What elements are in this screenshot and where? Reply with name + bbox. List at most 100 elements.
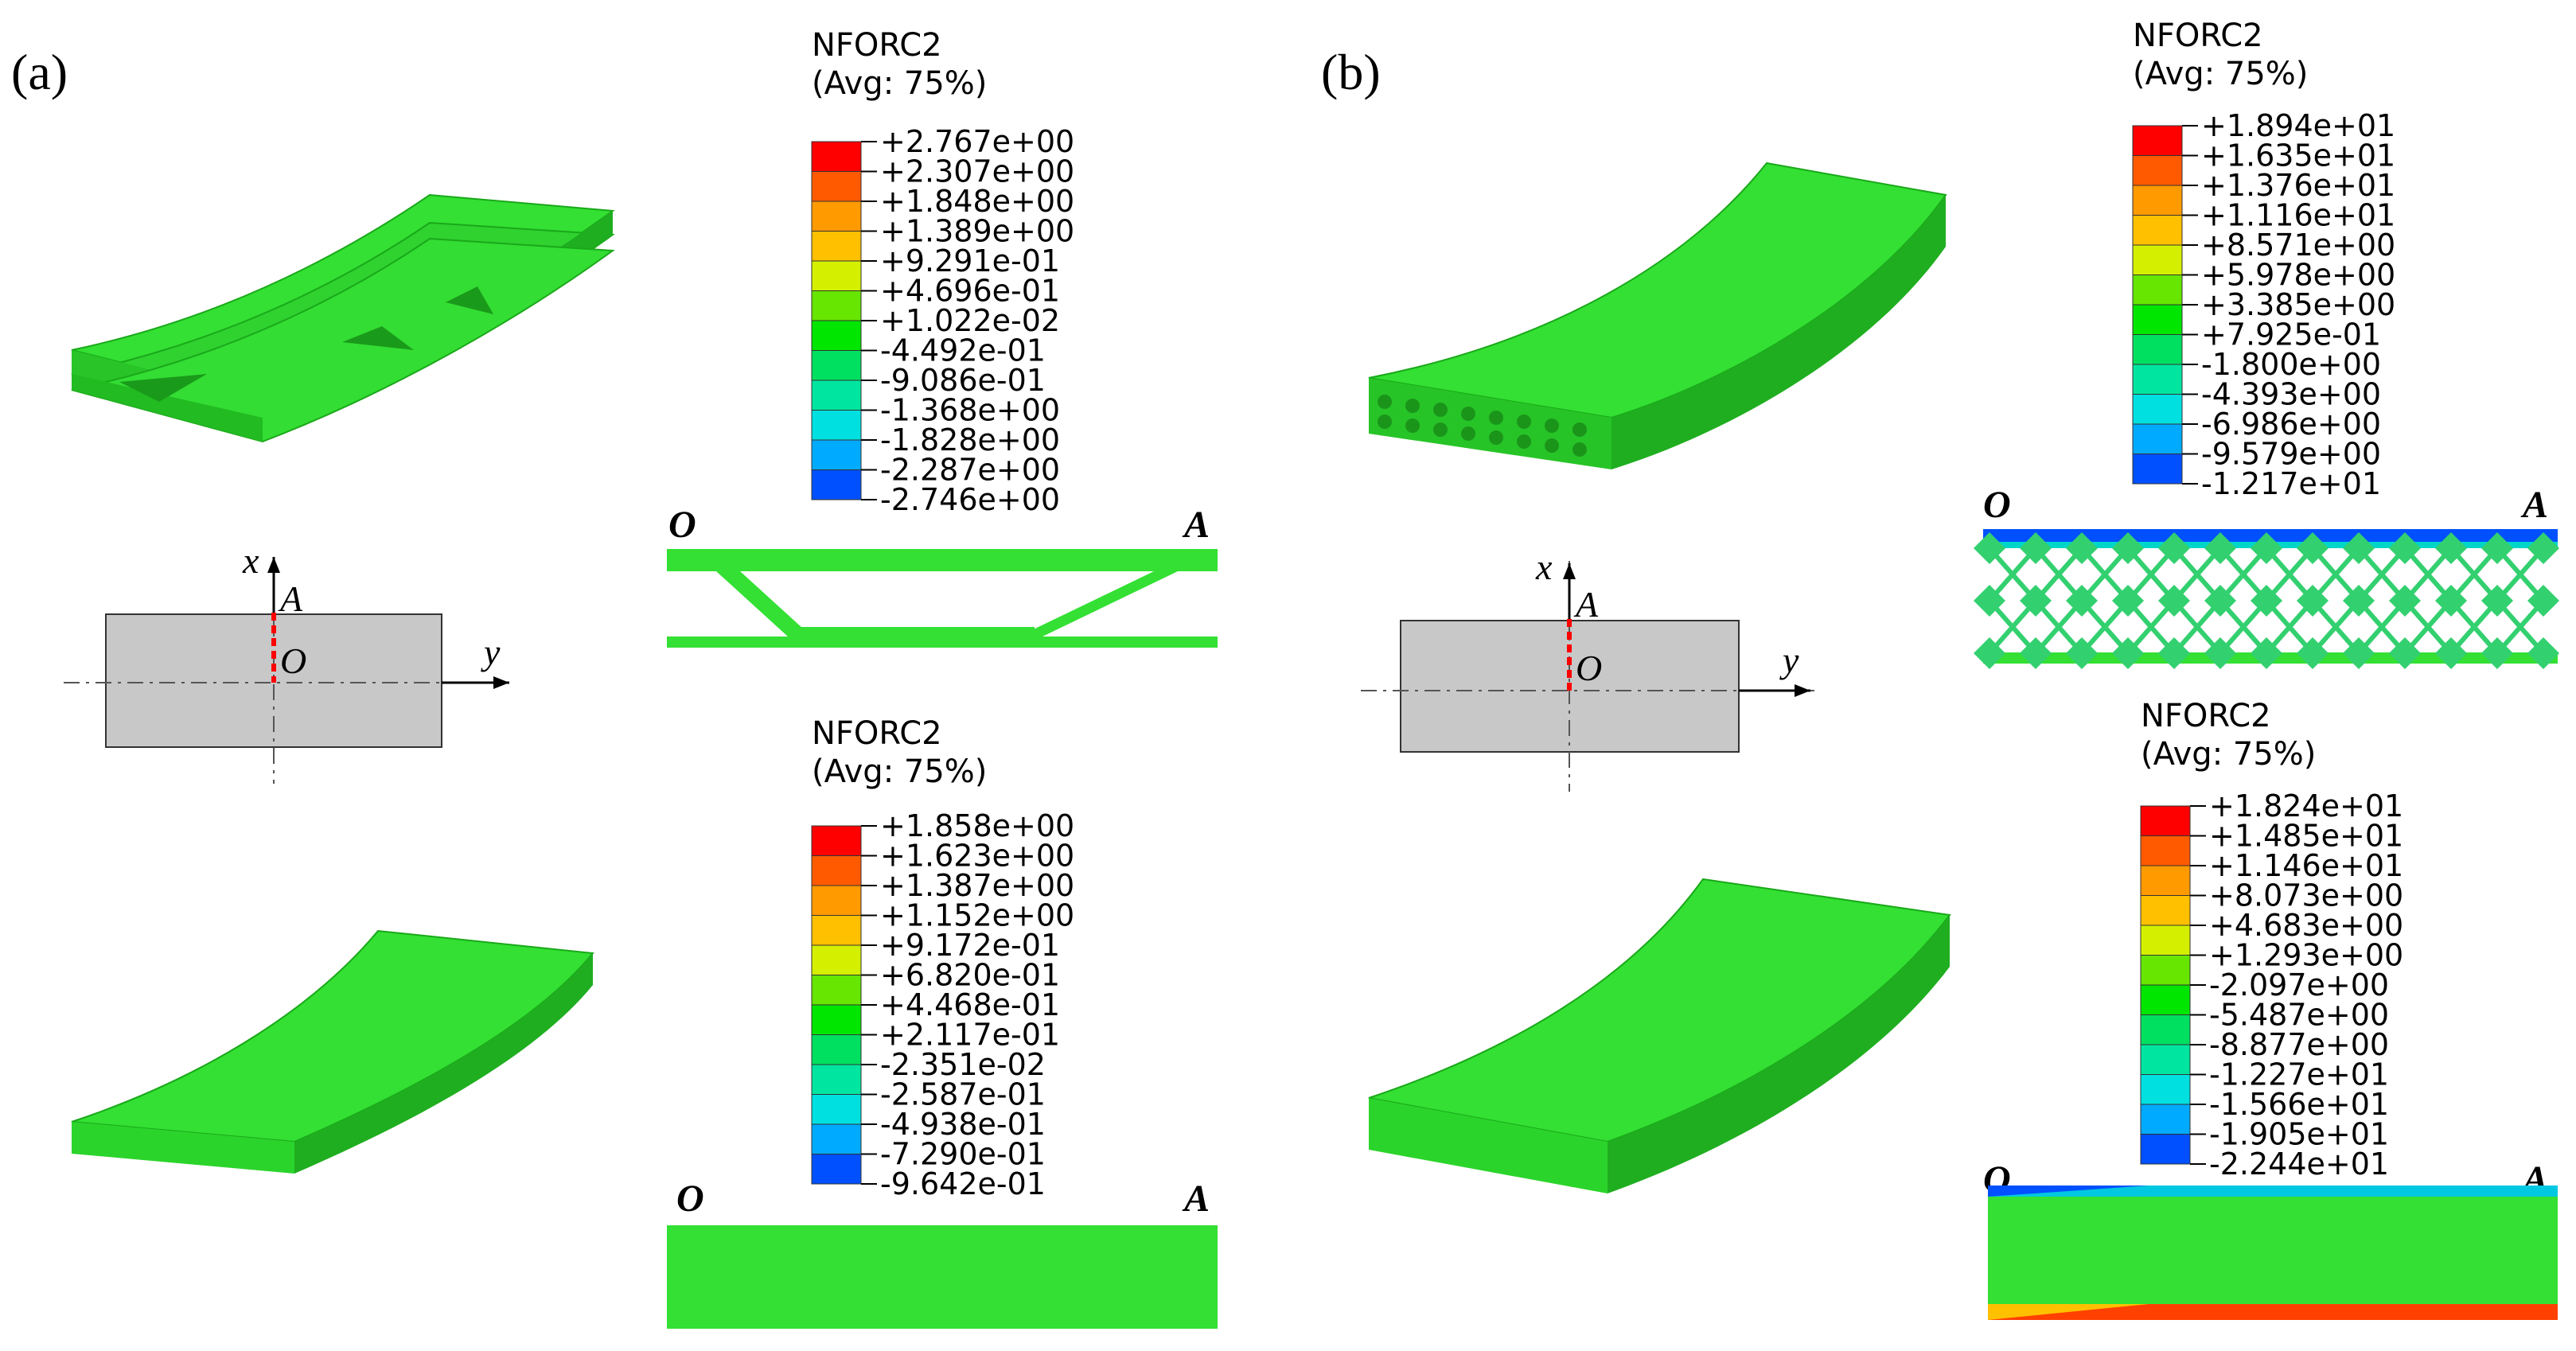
axis-label-y-a: y <box>481 632 501 672</box>
colorbar-value: +8.073e+00 <box>2209 878 2403 913</box>
colorbar-segment <box>2132 304 2183 335</box>
core-strut-right <box>1019 571 1178 637</box>
colorbar-value: +4.696e-01 <box>880 274 1060 309</box>
colorbar-segment <box>811 201 862 232</box>
colorbar-segment <box>2132 274 2183 306</box>
lattice-strut <box>2495 547 2546 602</box>
colorbar-value: -1.828e+00 <box>880 422 1060 457</box>
colorbar-value: +5.978e+00 <box>2201 258 2395 293</box>
colorbar-value: +4.683e+00 <box>2209 908 2403 943</box>
colorbar-value: -1.905e+01 <box>2209 1117 2389 1152</box>
colorbar-segment <box>2132 334 2183 365</box>
section-view-b-bottom: O A <box>1983 1158 2558 1320</box>
colorbar-segment <box>811 1123 862 1154</box>
colorbar-segment <box>811 825 862 856</box>
colorbar-value: +2.307e+00 <box>880 154 1074 189</box>
label-A: A <box>2520 484 2548 526</box>
colorbar-segment <box>811 1034 862 1065</box>
lattice-strut <box>2310 547 2361 602</box>
lattice-strut <box>2218 599 2269 655</box>
colorbar-value: -2.287e+00 <box>880 453 1060 488</box>
colorbar-value: -1.566e+01 <box>2209 1087 2389 1122</box>
colorbar-segment <box>2132 185 2183 216</box>
legend-title: NFORC2 <box>2133 18 2263 54</box>
colorbar: +1.824e+01+1.485e+01+1.146e+01+8.073e+00… <box>2140 788 2403 1182</box>
solid-beam-3d-b <box>1368 878 1951 1193</box>
colorbar-segment <box>811 1004 862 1035</box>
point-label-A-a: A <box>278 578 303 619</box>
legend-subtitle: (Avg: 75%) <box>2133 56 2308 92</box>
colorbar: +1.858e+00+1.623e+00+1.387e+00+1.152e+00… <box>811 808 1074 1201</box>
colorbar-value: +1.848e+00 <box>880 184 1074 219</box>
colorbar-segment <box>811 885 862 916</box>
colorbar-segment <box>2132 394 2183 425</box>
legend-a-top: NFORC2 (Avg: 75%) +2.767e+00+2.307e+00+1… <box>811 27 1074 517</box>
core-bottom-plate <box>796 627 1035 638</box>
colorbar-value: -4.492e-01 <box>880 333 1046 368</box>
colorbar-value: -2.351e-02 <box>880 1047 1046 1082</box>
colorbar-segment <box>811 469 862 500</box>
label-A: A <box>1182 504 1210 546</box>
colorbar-segment <box>811 1154 862 1185</box>
colorbar-value: -2.244e+01 <box>2209 1147 2389 1182</box>
colorbar-segment <box>2140 1074 2191 1105</box>
colorbar-value: +1.022e-02 <box>880 303 1060 338</box>
lattice-strut <box>2403 547 2453 602</box>
lattice-strut <box>2033 547 2084 602</box>
colorbar-value: +1.116e+01 <box>2201 198 2395 233</box>
colorbar-segment <box>811 410 862 441</box>
colorbar: +1.894e+01+1.635e+01+1.376e+01+1.116e+01… <box>2132 108 2395 501</box>
lattice-strut <box>2449 599 2500 655</box>
colorbar-segment <box>2140 805 2191 836</box>
colorbar-value: +1.635e+01 <box>2201 138 2395 173</box>
colorbar-value: +3.385e+00 <box>2201 287 2395 322</box>
colorbar-segment <box>2140 1044 2191 1075</box>
section-view-a-bottom: O A <box>667 1178 1218 1329</box>
colorbar-segment <box>2140 1104 2191 1135</box>
solid-beam-3d-a <box>71 929 594 1174</box>
colorbar-value: -6.986e+00 <box>2201 407 2381 442</box>
top-face-sheet <box>667 549 1218 571</box>
legend-subtitle: (Avg: 75%) <box>2141 736 2316 773</box>
colorbar-segment <box>2140 865 2191 896</box>
lattice-strut <box>2403 599 2453 655</box>
legend-title: NFORC2 <box>812 27 942 64</box>
colorbar-segment <box>2132 423 2183 454</box>
solid-section <box>667 1225 1218 1329</box>
colorbar-value: +1.485e+01 <box>2209 819 2403 854</box>
legend-subtitle: (Avg: 75%) <box>812 65 987 102</box>
colorbar-value: -1.227e+01 <box>2209 1057 2389 1092</box>
lattice-strut <box>2356 547 2407 602</box>
axis-label-y-b: y <box>1779 640 1799 680</box>
lattice-strut <box>2310 599 2361 655</box>
axis-label-x-b: x <box>1535 547 1553 587</box>
colorbar-segment <box>811 975 862 1006</box>
section-view-a-top: O A <box>667 504 1218 648</box>
sandwich-beam-3d-a <box>71 193 615 443</box>
axis-label-x-a: x <box>242 540 259 581</box>
colorbar-value: +4.468e-01 <box>880 987 1060 1022</box>
colorbar-value: -1.800e+00 <box>2201 347 2381 382</box>
solid-section <box>1988 1197 2558 1304</box>
legend-title: NFORC2 <box>812 715 942 752</box>
colorbar-value: +1.894e+01 <box>2201 108 2395 143</box>
legend-b-bottom: NFORC2 (Avg: 75%) +1.824e+01+1.485e+01+1… <box>2140 698 2403 1182</box>
colorbar-value: +6.820e-01 <box>880 958 1060 993</box>
y-arrowhead-a <box>493 676 509 689</box>
colorbar-segment <box>811 944 862 975</box>
lattice-strut <box>2126 599 2177 655</box>
colorbar-value: -8.877e+00 <box>2209 1027 2389 1062</box>
colorbar-segment <box>811 141 862 172</box>
colorbar-value: +9.172e-01 <box>880 928 1060 963</box>
colorbar-value: -9.579e+00 <box>2201 437 2381 472</box>
cross-section-a: x y A O <box>64 540 509 784</box>
point-label-O-b: O <box>1576 648 1602 688</box>
colorbar-segment <box>2132 454 2183 485</box>
colorbar-segment <box>811 350 862 381</box>
lattice-core <box>1974 532 2559 669</box>
lattice-strut <box>2449 547 2500 602</box>
x-arrowhead-b <box>1563 563 1576 579</box>
lattice-strut <box>2033 599 2084 655</box>
colorbar-value: +1.376e+01 <box>2201 168 2395 203</box>
colorbar-value: -2.097e+00 <box>2209 968 2389 1003</box>
